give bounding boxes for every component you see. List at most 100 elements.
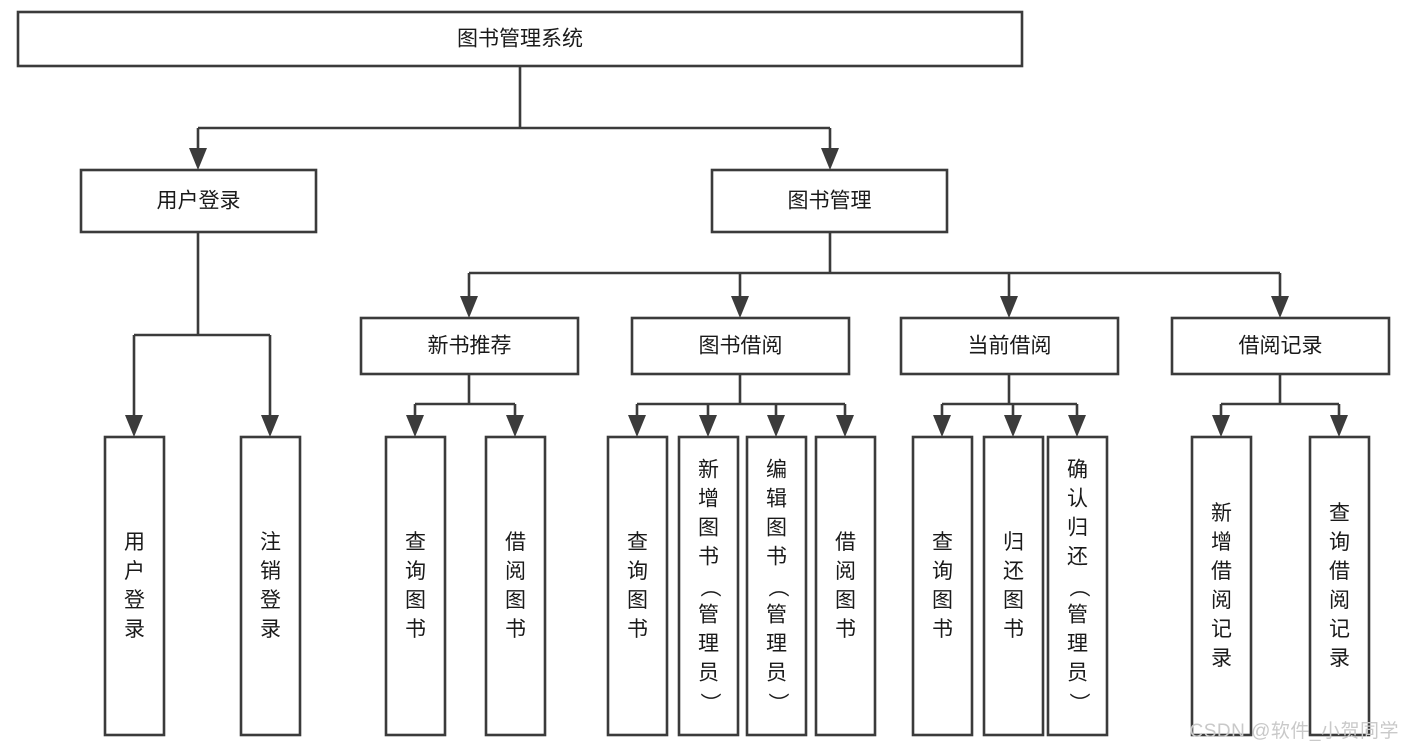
node-book-borrow-box: [630, 316, 851, 376]
csdn-watermark: CSDN @软件_小贺同学: [1189, 721, 1399, 742]
node-leaf-add-book-label-char-4: （: [698, 577, 721, 598]
node-leaf-query-book-2-label-char-0: 查: [627, 531, 648, 554]
node-leaf-edit-book-label-char-1: 辑: [766, 488, 787, 511]
node-leaf-confirm-return-label-char-5: 管: [1067, 604, 1088, 627]
node-leaf-confirm-return-label-char-0: 确: [1067, 459, 1088, 482]
node-leaf-confirm-return-label-char-1: 认: [1067, 488, 1088, 511]
node-root-book-management-system-box: [16, 10, 1024, 68]
node-book-borrow-label: 图书借阅: [699, 335, 783, 358]
node-leaf-query-record-label-char-3: 阅: [1329, 589, 1350, 612]
node-leaf-query-book-3-label-char-2: 图: [932, 589, 953, 612]
node-leaf-query-book-2-label-char-3: 书: [627, 618, 648, 641]
node-leaf-user-login-label-char-3: 录: [124, 618, 145, 641]
node-book-manage-label: 图书管理: [788, 190, 872, 213]
node-new-book-recommend[interactable]: 新书推荐: [359, 316, 580, 376]
node-current-borrow[interactable]: 当前借阅: [899, 316, 1120, 376]
node-leaf-query-book-1-box: [384, 435, 447, 737]
node-root-book-management-system[interactable]: 图书管理系统: [16, 10, 1024, 68]
node-leaf-query-book-3-label-char-3: 书: [932, 618, 953, 641]
node-leaf-logout-login-label-char-3: 录: [260, 618, 281, 641]
node-leaf-borrow-book-2-box: [814, 435, 877, 737]
node-leaf-add-book-label-char-0: 新: [698, 459, 719, 482]
node-leaf-logout-login-label-char-0: 注: [260, 531, 281, 554]
node-leaf-add-record-label-char-5: 录: [1211, 647, 1232, 670]
node-leaf-query-record-label-char-0: 查: [1329, 502, 1350, 525]
node-leaf-borrow-book-2-label-char-3: 书: [835, 618, 856, 641]
node-leaf-logout-login-label-char-1: 销: [260, 560, 281, 583]
node-leaf-edit-book-label-char-8: ）: [766, 693, 789, 714]
node-leaf-query-book-1-label-char-0: 查: [405, 531, 426, 554]
node-borrow-record-box: [1170, 316, 1391, 376]
node-leaf-borrow-book-1-label-char-0: 借: [505, 531, 526, 554]
node-leaf-confirm-return-box: [1046, 435, 1109, 737]
node-leaf-borrow-book-1-box: [484, 435, 547, 737]
node-leaf-return-book-label-char-0: 归: [1003, 531, 1024, 554]
node-leaf-borrow-book-1-label-char-1: 阅: [505, 560, 526, 583]
node-leaf-add-book-label-char-3: 书: [698, 546, 719, 569]
node-leaf-add-record-label-char-0: 新: [1211, 502, 1232, 525]
node-leaf-borrow-book-2-label-char-1: 阅: [835, 560, 856, 583]
node-leaf-add-record-label-char-4: 记: [1211, 618, 1232, 641]
node-current-borrow-box: [899, 316, 1120, 376]
node-leaf-logout-login-box: [239, 435, 302, 737]
node-leaf-query-book-1-label-char-2: 图: [405, 589, 426, 612]
node-root-book-management-system-label: 图书管理系统: [457, 28, 583, 51]
node-book-manage[interactable]: 图书管理: [710, 168, 949, 234]
node-leaf-edit-book-label-char-2: 图: [766, 517, 787, 540]
node-leaf-confirm-return-label-char-6: 理: [1067, 633, 1088, 656]
node-book-borrow[interactable]: 图书借阅: [630, 316, 851, 376]
node-new-book-recommend-box: [359, 316, 580, 376]
node-leaf-query-book-2-label-char-2: 图: [627, 589, 648, 612]
node-leaf-edit-book-label-char-3: 书: [766, 546, 787, 569]
node-leaf-query-record-label-char-1: 询: [1329, 531, 1350, 554]
node-leaf-add-book-label-char-8: ）: [698, 693, 721, 714]
node-user-login-box: [79, 168, 318, 234]
node-leaf-query-book-1-label-char-3: 书: [405, 618, 426, 641]
node-leaf-query-record-label-char-2: 借: [1329, 560, 1350, 583]
node-layer: 图书管理系统用户登录图书管理新书推荐图书借阅当前借阅借阅记录用户登录注销登录查询…: [16, 10, 1391, 737]
node-leaf-query-record-box: [1308, 435, 1371, 737]
node-new-book-recommend-label: 新书推荐: [428, 335, 512, 358]
node-leaf-edit-book-box: [745, 435, 808, 737]
node-leaf-add-record-label-char-2: 借: [1211, 560, 1232, 583]
node-leaf-add-book-label-char-2: 图: [698, 517, 719, 540]
node-leaf-user-login-box: [103, 435, 166, 737]
node-leaf-add-record-box: [1190, 435, 1253, 737]
node-leaf-confirm-return-label-char-8: ）: [1067, 693, 1090, 714]
node-leaf-user-login-label-char-0: 用: [124, 531, 145, 554]
node-leaf-query-book-2-label-char-1: 询: [627, 560, 648, 583]
node-leaf-return-book-label-char-3: 书: [1003, 618, 1024, 641]
node-leaf-edit-book-label-char-5: 管: [766, 604, 787, 627]
node-leaf-edit-book-label-char-7: 员: [766, 662, 787, 685]
node-leaf-user-login[interactable]: 用户登录: [103, 435, 166, 737]
node-leaf-confirm-return-label-char-2: 归: [1067, 517, 1088, 540]
node-leaf-query-book-1-label-char-1: 询: [405, 560, 426, 583]
node-leaf-return-book-label-char-1: 还: [1003, 560, 1024, 583]
node-leaf-add-record-label-char-3: 阅: [1211, 589, 1232, 612]
node-leaf-query-book-3-label-char-1: 询: [932, 560, 953, 583]
node-leaf-logout-login-label-char-2: 登: [260, 589, 281, 612]
node-leaf-borrow-book-1-label-char-2: 图: [505, 589, 526, 612]
node-leaf-query-record-label-char-5: 录: [1329, 647, 1350, 670]
node-book-manage-box: [710, 168, 949, 234]
node-leaf-query-book-3-box: [911, 435, 974, 737]
node-leaf-confirm-return-label-char-3: 还: [1067, 546, 1088, 569]
node-user-login[interactable]: 用户登录: [79, 168, 318, 234]
node-leaf-query-book-2-box: [606, 435, 669, 737]
node-leaf-return-book-label-char-2: 图: [1003, 589, 1024, 612]
node-borrow-record[interactable]: 借阅记录: [1170, 316, 1391, 376]
